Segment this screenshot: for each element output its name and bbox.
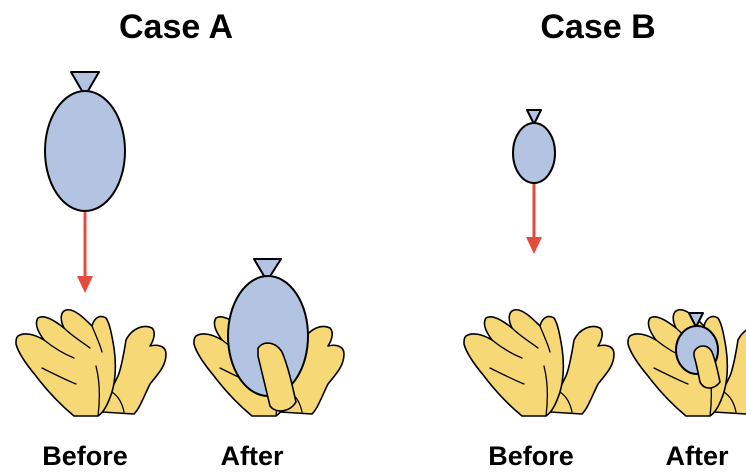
balloon-knot-icon [527,110,541,124]
case-a-before-label: Before [42,441,128,471]
case-b-title: Case B [540,8,655,46]
case-b-after-group [628,310,746,416]
balloon-icon [45,91,125,211]
case-a: Case A Before After [16,8,344,471]
case-b-fall-arrow [526,184,542,254]
case-a-after-label: After [220,441,283,471]
case-a-after-group [194,259,344,416]
case-b-after-label: After [665,441,728,471]
balloon-icon [513,123,555,183]
case-b-before-label: Before [488,441,574,471]
case-b-falling-balloon [513,110,555,183]
hand-icon [464,310,614,416]
case-b-before-hand [464,310,614,416]
case-a-fall-arrow [77,212,93,293]
case-a-before-hand [16,310,166,416]
arrow-down-icon [526,237,542,254]
case-b: Case B Before After [464,8,746,471]
arrow-down-icon [77,276,93,293]
hand-icon [16,310,166,416]
case-a-falling-balloon [45,72,125,211]
case-a-title: Case A [119,8,233,46]
